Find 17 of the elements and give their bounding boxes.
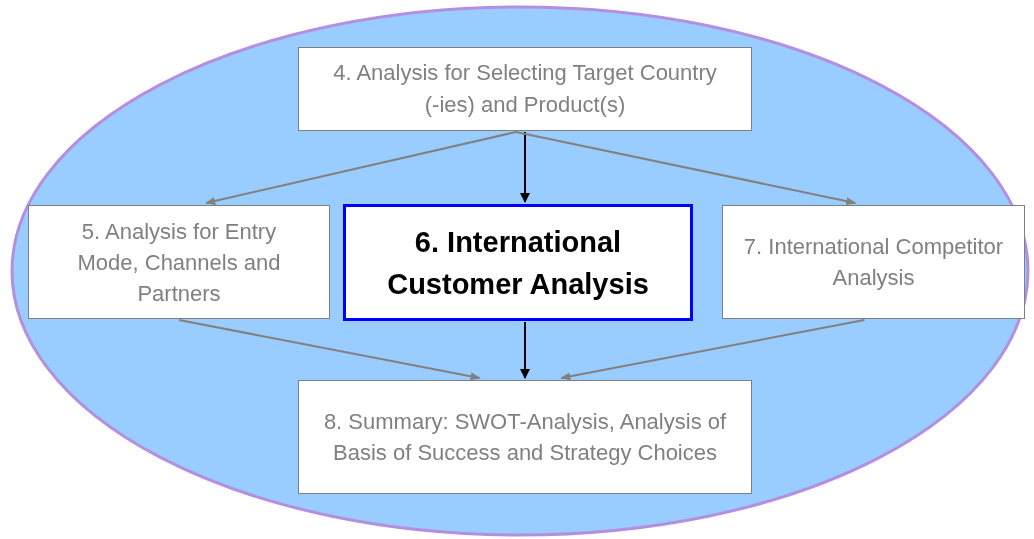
arrow — [178, 319, 481, 381]
process-box — [28, 205, 330, 319]
box-text: 8. Summary: SWOT-Analysis, Analysis of Basis of Success and Strategy Choices — [322, 408, 728, 467]
box-text: 7. International Competitor Analysis — [742, 233, 1005, 292]
process-box — [298, 47, 752, 131]
highlighted-box — [343, 204, 693, 321]
arrow — [205, 131, 517, 205]
box-text: 5. Analysis for Entry Mode, Channels and Partners — [76, 217, 282, 308]
ellipse-background — [10, 5, 1030, 537]
arrow — [514, 131, 857, 206]
process-box — [298, 380, 752, 494]
arrow — [520, 131, 530, 203]
box-text: 4. Analysis for Selecting Target Country (-ies) and Product(s) — [332, 59, 718, 119]
process-box — [722, 205, 1025, 319]
box-text: 6. International Customer Analysis — [386, 224, 650, 302]
arrow — [520, 321, 530, 379]
arrow — [560, 319, 866, 381]
